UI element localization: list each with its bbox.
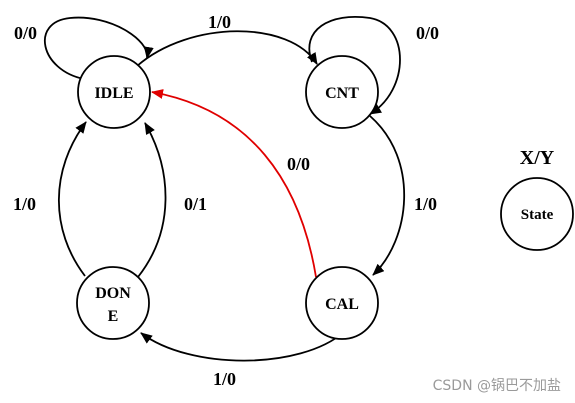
transition-cal-to-idle (151, 89, 317, 278)
state-done-label-line2: E (108, 308, 119, 325)
state-cnt-label: CNT (325, 85, 359, 102)
legend-state-label: State (521, 207, 554, 223)
watermark: CSDN @锅巴不加盐 (432, 378, 561, 394)
label-cal-to-idle: 0/0 (287, 154, 310, 174)
transition-done-to-idle-left (57, 121, 87, 277)
label-cnt-self: 0/0 (416, 23, 439, 43)
state-cal-label: CAL (325, 296, 359, 313)
legend-state-circle (500, 177, 574, 251)
transition-cnt-self-loop (308, 16, 401, 115)
label-cnt-to-cal: 1/0 (414, 194, 437, 214)
transition-done-to-idle-right (137, 122, 167, 278)
transition-idle-self-loop (43, 16, 154, 80)
transition-cnt-to-cal (369, 115, 406, 276)
state-idle: IDLE (77, 55, 151, 129)
state-cnt: CNT (305, 55, 379, 129)
transition-idle-to-cnt (136, 30, 318, 67)
state-cal: CAL (305, 266, 379, 340)
label-idle-to-cnt: 1/0 (208, 12, 231, 32)
label-done-to-idle-left: 1/0 (13, 194, 36, 214)
label-done-to-idle-right: 0/1 (184, 194, 207, 214)
state-idle-label: IDLE (94, 85, 133, 102)
state-done-label-line1: DON (95, 285, 131, 302)
legend-title: X/Y (520, 147, 555, 169)
label-idle-self: 0/0 (14, 23, 37, 43)
legend: X/Y State (500, 147, 574, 251)
label-cal-to-done: 1/0 (213, 369, 236, 389)
state-done: DON E (76, 266, 150, 340)
transition-cal-to-done (140, 331, 345, 362)
